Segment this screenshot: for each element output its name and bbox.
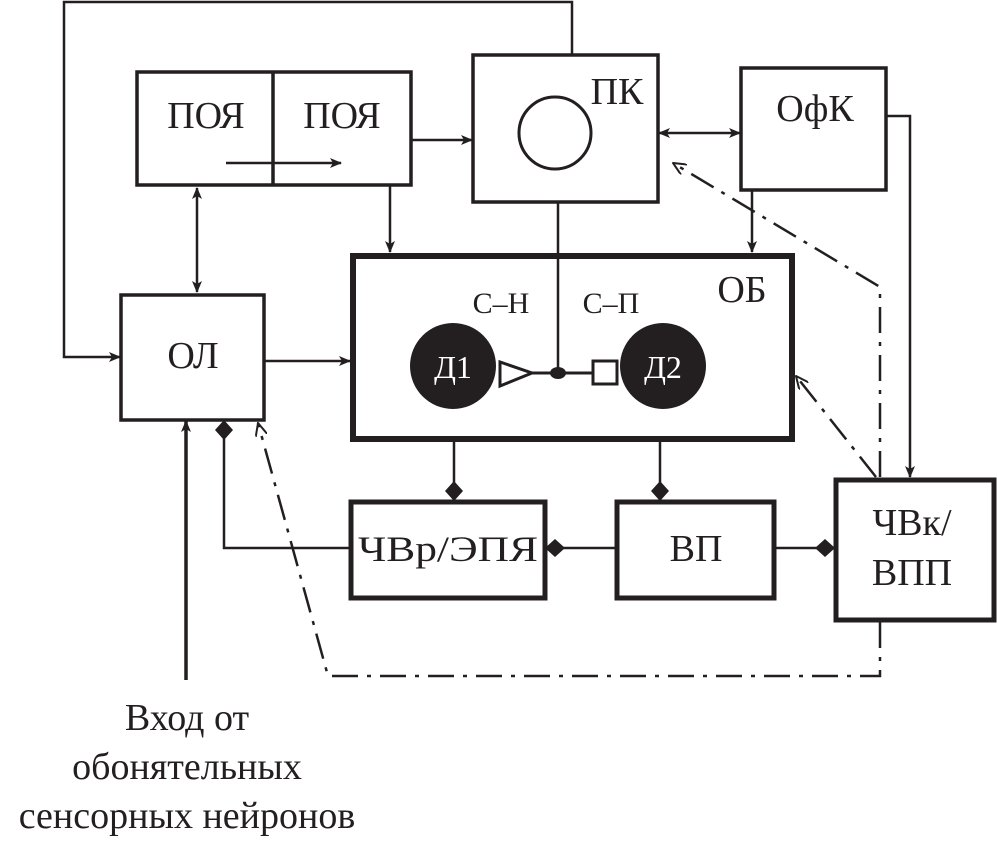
neuron-d2 <box>620 323 706 409</box>
neuron-d1 <box>410 323 496 409</box>
dashdot-chvk-to-ol <box>258 423 882 678</box>
line-chvr-to-ol <box>215 420 350 550</box>
excitatory-synapse-triangle <box>498 359 537 389</box>
dashdot-chvk-to-pk <box>673 163 882 477</box>
block-chvr-epya: ЧВр/ЭПЯ <box>348 499 548 601</box>
label-ofk: ОфК <box>776 88 854 130</box>
block-ol: ОЛ <box>119 293 266 422</box>
label-ol: ОЛ <box>167 335 218 377</box>
dashdot-chvk-to-ob <box>796 376 877 478</box>
caption-line-3: сенсорных нейронов <box>19 795 356 837</box>
arrow-ofk-to-chvk <box>887 114 915 478</box>
feedback-line-pk-to-ol <box>62 0 574 362</box>
block-chvk-vpp: ЧВк/ ВПП <box>833 477 997 623</box>
block-pk: ПК <box>471 53 660 204</box>
block-ofk: ОфК <box>739 66 888 192</box>
pk-cell-circle <box>517 95 593 171</box>
label-synapse-sp: С–П <box>583 287 640 320</box>
inhibitory-synapse-square <box>591 359 619 386</box>
label-poya-left: ПОЯ <box>167 95 245 137</box>
label-chvr-epya: ЧВр/ЭПЯ <box>358 529 538 569</box>
block-ob: ОБ С–Н С–П Д1 Д2 <box>350 253 795 442</box>
label-d2: Д2 <box>644 349 682 385</box>
label-vp: ВП <box>670 528 723 570</box>
label-chvk-line2: ВПП <box>872 552 952 594</box>
caption-line-2: обонятельных <box>72 746 302 788</box>
label-poya-right: ПОЯ <box>303 95 381 137</box>
label-chvk-line1: ЧВк/ <box>872 502 952 544</box>
label-d1: Д1 <box>434 349 472 385</box>
caption-line-1: Вход от <box>125 697 250 739</box>
block-vp: ВП <box>614 499 777 601</box>
label-ob: ОБ <box>717 269 766 311</box>
label-pk: ПК <box>591 71 644 113</box>
synapse-junction-dot <box>550 367 566 379</box>
input-caption: Вход от обонятельных сенсорных нейронов <box>19 697 356 837</box>
label-synapse-sn: С–Н <box>473 287 530 320</box>
block-poya: ПОЯ ПОЯ <box>135 70 413 187</box>
